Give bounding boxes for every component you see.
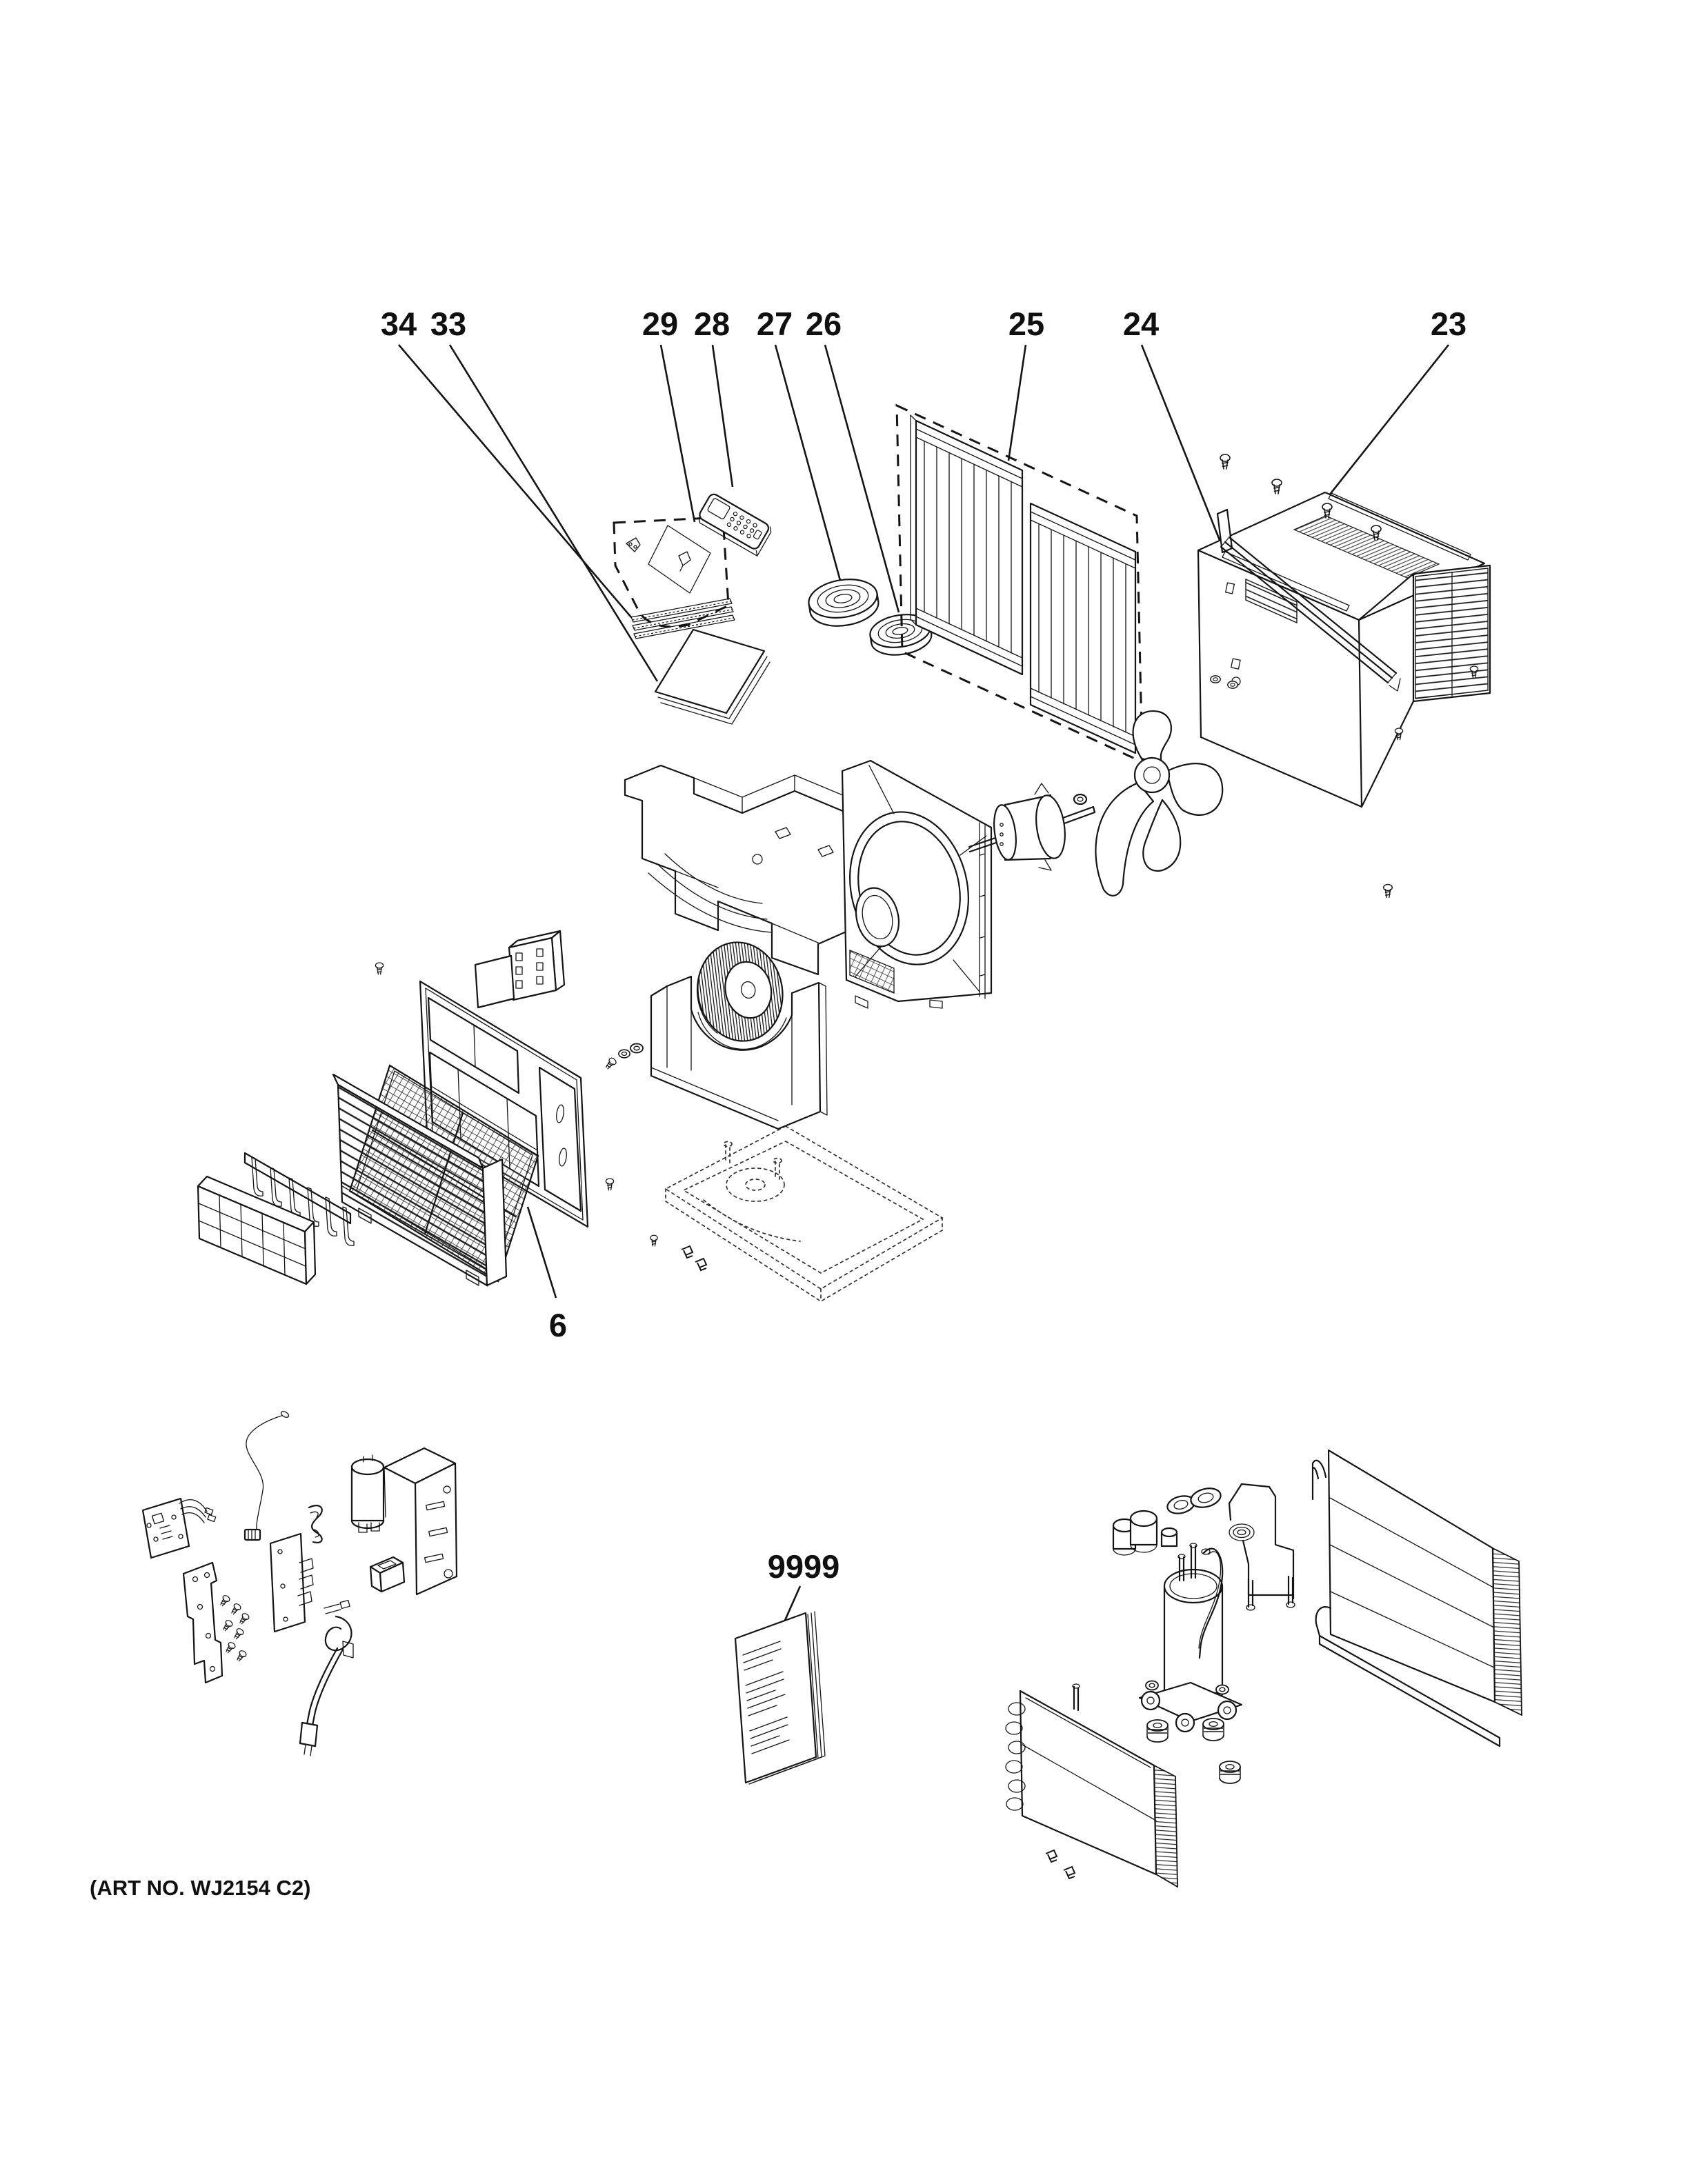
power-pcb	[269, 1532, 314, 1633]
leader-6	[526, 1206, 557, 1299]
callout-6: 6	[549, 1307, 567, 1343]
fan-motor	[968, 783, 1096, 871]
refrigerant-tubing	[1228, 1483, 1295, 1611]
evaporator-coil	[1005, 1683, 1178, 1888]
front-screw	[375, 962, 384, 975]
leader-29	[659, 344, 696, 523]
window-seal-strips	[630, 598, 735, 639]
callout-labels: 34 33 29 28 27 26 25 24 23 6 9999	[381, 305, 1467, 1585]
inlet-louver	[197, 1152, 355, 1285]
front-screw-2	[605, 1178, 615, 1191]
thermistor-sensor	[243, 1411, 290, 1541]
callout-23: 23	[1431, 305, 1467, 342]
screw-set	[218, 1594, 251, 1663]
remote-control	[698, 493, 772, 557]
front-grille	[332, 1073, 508, 1287]
display-pcb	[141, 1497, 217, 1559]
shaft-washer	[1073, 793, 1088, 805]
leader-34	[398, 344, 632, 618]
sealing-washers	[1160, 1487, 1222, 1547]
callout-25: 25	[1008, 305, 1044, 342]
callout-9999: 9999	[768, 1548, 840, 1585]
fan-shroud	[841, 759, 993, 1009]
leader-33	[448, 344, 659, 682]
curtain-panel-right	[1029, 502, 1137, 754]
mounting-plate	[182, 1561, 223, 1684]
side-curtain-assembly	[895, 403, 1144, 764]
compressor	[1138, 1543, 1243, 1733]
foam-gasket-27	[808, 579, 879, 627]
art-number: (ART NO. WJ2154 C2)	[90, 1876, 310, 1900]
callout-33: 33	[430, 305, 466, 342]
callout-24: 24	[1123, 305, 1159, 342]
blower-wheel	[696, 941, 784, 1042]
callout-28: 28	[694, 305, 730, 342]
control-window-card	[474, 954, 515, 1009]
control-box	[508, 930, 566, 1001]
blower-base	[603, 975, 828, 1130]
overload-protector	[1112, 1510, 1158, 1556]
installation-hardware-kit	[613, 516, 730, 628]
relay	[369, 1556, 406, 1593]
base-pan	[650, 1125, 944, 1302]
power-cord	[299, 1599, 354, 1756]
capacitor	[350, 1454, 385, 1533]
cabinet-case	[1197, 454, 1491, 899]
leader-26	[824, 344, 900, 613]
leader-27	[774, 344, 844, 591]
callout-34: 34	[381, 305, 417, 342]
bracket-clip	[308, 1505, 323, 1543]
owners-manual	[734, 1611, 826, 1785]
callout-29: 29	[642, 305, 678, 342]
control-box-cover	[383, 1447, 458, 1596]
fan-blade	[1095, 710, 1224, 896]
condenser-coil	[1311, 1449, 1522, 1747]
leader-28	[711, 344, 734, 488]
leader-25	[1007, 344, 1027, 461]
callout-26: 26	[806, 305, 842, 342]
window-filler-board	[654, 628, 771, 725]
air-guide-assembly	[624, 764, 879, 976]
cabinet-front-rail	[1216, 508, 1401, 692]
curtain-panel-left	[910, 414, 1024, 676]
callout-27: 27	[757, 305, 793, 342]
leader-24	[1140, 344, 1228, 558]
